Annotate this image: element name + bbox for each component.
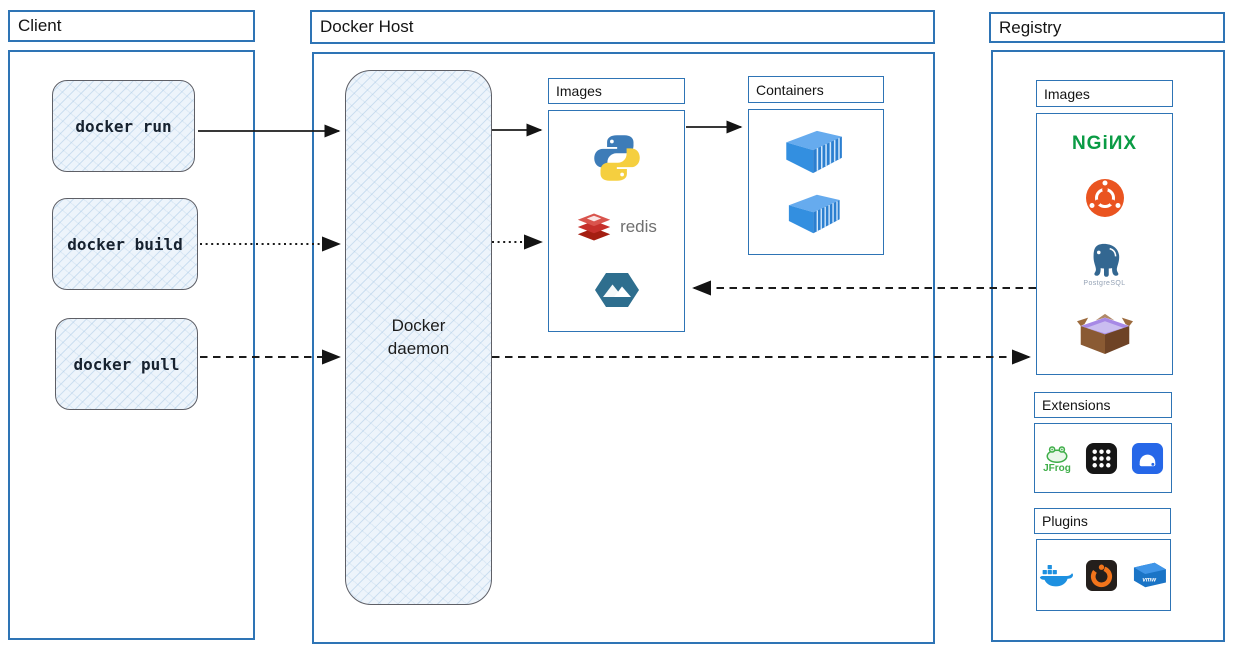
extensions-title: Extensions [1042, 397, 1111, 413]
registry-title: Registry [999, 17, 1062, 37]
busybox-icon [1076, 313, 1133, 354]
containers-panel [748, 109, 884, 255]
vmware-icon: vmw [1133, 562, 1166, 588]
jfrog-item: JFrog [1042, 443, 1072, 474]
python-icon [593, 135, 640, 182]
docker-whale-icon [1039, 564, 1073, 586]
host-images-title-box: Images [548, 78, 685, 104]
host-images-title: Images [556, 83, 602, 99]
registry-images-title: Images [1044, 85, 1090, 102]
plugins-title: Plugins [1042, 513, 1088, 529]
container-icon [786, 130, 842, 174]
postgresql-icon [1094, 243, 1120, 277]
docker-host-title: Docker Host [320, 17, 414, 36]
docker-run-label: docker run [75, 116, 172, 136]
docker-build-label: docker build [67, 234, 183, 254]
registry-images-title-box: Images [1036, 80, 1173, 107]
extensions-panel: JFrog [1034, 423, 1172, 493]
redis-icon [577, 213, 611, 241]
containers-title: Containers [756, 81, 824, 98]
docker-daemon-label: Docker daemon [387, 315, 450, 358]
redis-item: redis [576, 211, 657, 243]
ubuntu-icon [1085, 179, 1124, 218]
registry-images-panel: NGiИX PostgreSQL [1036, 113, 1173, 375]
jfrog-label: JFrog [1043, 462, 1071, 474]
docker-host-title-box: Docker Host [310, 10, 935, 44]
container-icon [788, 194, 840, 234]
redis-label: redis [620, 216, 657, 236]
alpine-icon [594, 272, 639, 307]
docker-run-node: docker run [52, 80, 195, 172]
grafana-icon [1085, 559, 1117, 591]
plugins-title-box: Plugins [1034, 508, 1171, 534]
disk-app-icon [1131, 442, 1164, 474]
postgresql-item: PostgreSQL [1083, 241, 1125, 287]
plugins-panel: vmw [1036, 539, 1171, 611]
extensions-title-box: Extensions [1034, 392, 1172, 418]
containers-title-box: Containers [748, 76, 884, 103]
docker-build-node: docker build [52, 198, 198, 290]
docker-pull-label: docker pull [73, 354, 180, 374]
jfrog-icon [1046, 445, 1068, 463]
grid-app-icon [1085, 442, 1118, 474]
docker-daemon-node: Docker daemon [345, 70, 492, 605]
postgresql-label: PostgreSQL [1083, 279, 1126, 287]
host-images-panel: redis [548, 110, 685, 332]
docker-pull-node: docker pull [55, 318, 198, 410]
vmware-label: vmw [1142, 577, 1157, 584]
nginx-icon: NGiИX [1071, 133, 1138, 155]
client-title: Client [18, 16, 62, 35]
client-title-box: Client [8, 10, 255, 42]
registry-title-box: Registry [989, 12, 1225, 43]
